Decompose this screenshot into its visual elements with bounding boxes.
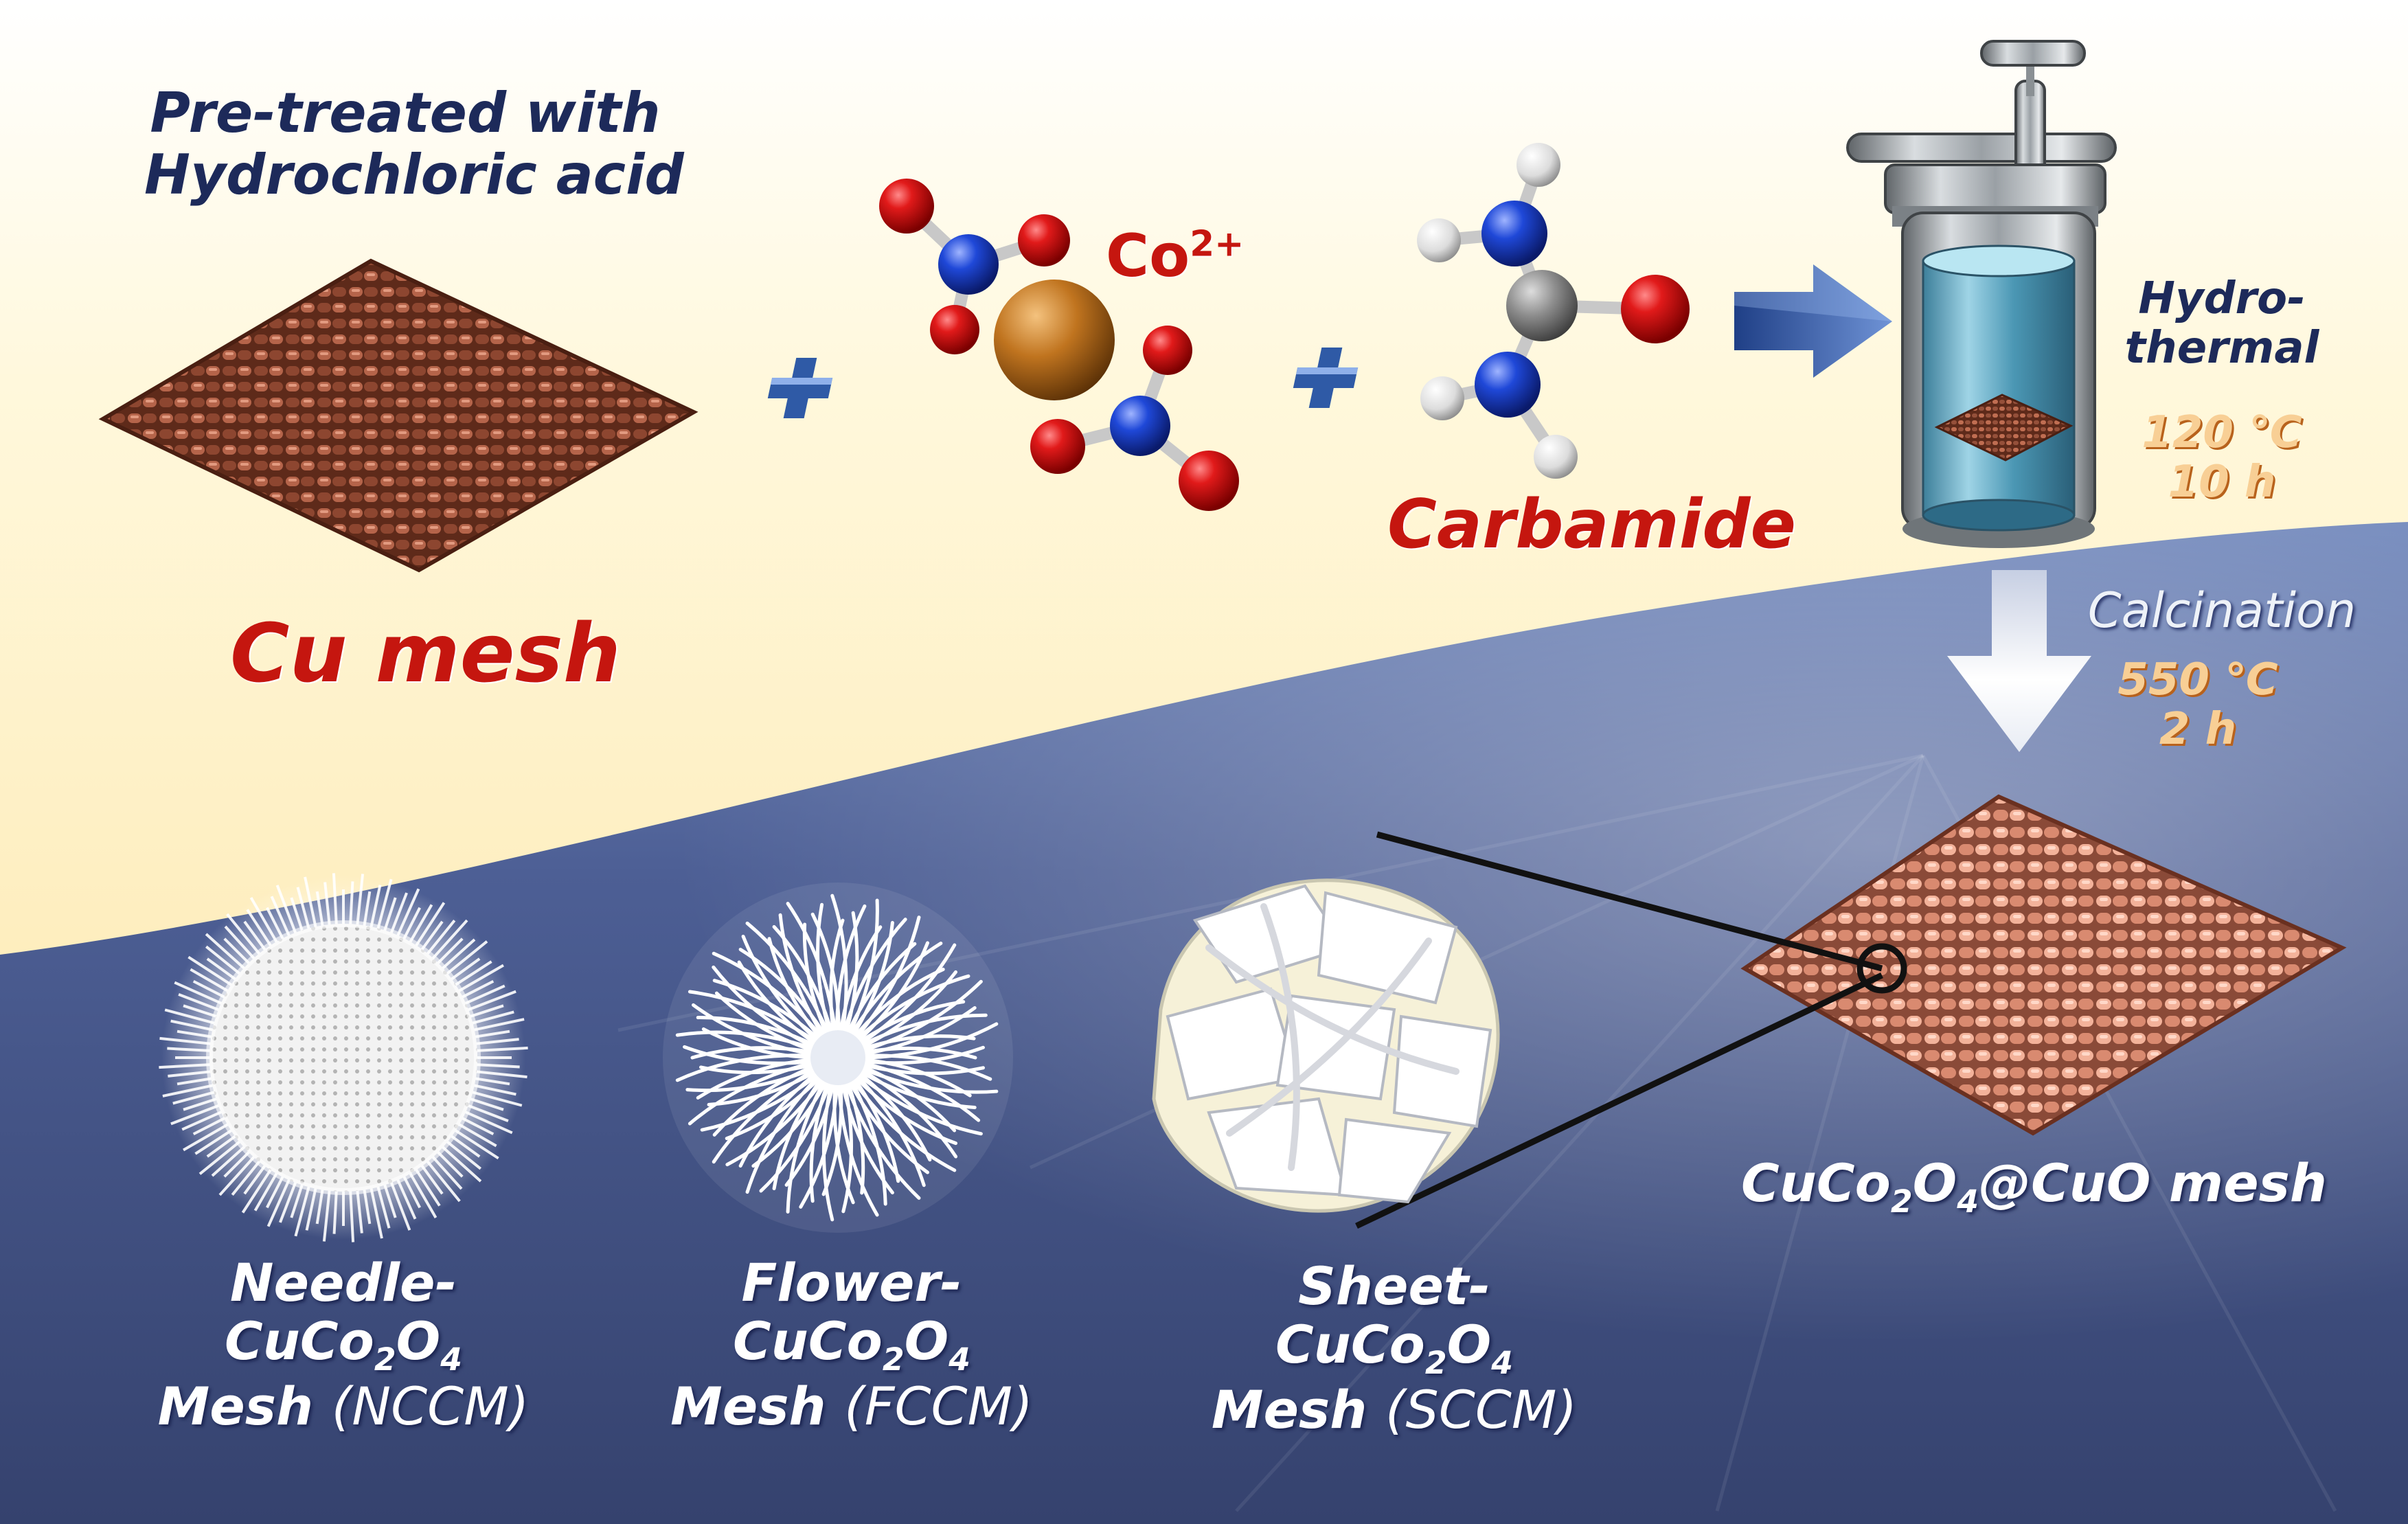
mesh-word: Mesh <box>157 1376 314 1437</box>
formula-part: CuCo <box>733 1310 883 1372</box>
plus-icon <box>1293 348 1359 408</box>
formula-subscript: 4 <box>949 1341 970 1378</box>
formula-subscript: 2 <box>882 1341 905 1378</box>
cobalt-ion-label: Co2+ <box>1106 223 1244 289</box>
morphology-abbreviation: (SCCM) <box>1385 1379 1578 1441</box>
morphology-name: Sheet- <box>1298 1255 1490 1317</box>
autoclave-reactor <box>1846 40 2117 548</box>
hydrothermal-time: 10 h <box>2168 456 2276 508</box>
hydrothermal-temp: 120 ℃ <box>2142 407 2302 458</box>
product-label-subscript: 4 <box>1957 1183 1979 1220</box>
morphology-abbreviation: (NCCM) <box>331 1376 530 1437</box>
product-label-part: CuCo <box>1741 1152 1891 1214</box>
pretreat-label: Pre-treated with Hydrochloric acid <box>144 81 684 207</box>
arrow-down-icon <box>1947 570 2091 752</box>
calcination-conditions: 550 ℃ 2 h <box>2085 655 2311 755</box>
zoom-callout <box>1355 831 1907 1229</box>
formula-part: CuCo <box>225 1310 374 1372</box>
product-mesh-illustration <box>1740 794 2347 1136</box>
morphology-formula: CuCo2O4 <box>130 1312 556 1377</box>
formula-part: O <box>904 1310 949 1372</box>
hydrothermal-line1: Hydro- <box>2138 273 2306 324</box>
calcination-label: Calcination <box>2087 582 2356 639</box>
product-label: CuCo2O4@CuO mesh <box>1741 1154 2327 1219</box>
carbamide-label: Carbamide <box>1387 486 1796 564</box>
product-label-part: @CuO mesh <box>1978 1152 2327 1214</box>
arrow-right-icon <box>1734 264 1892 378</box>
needle-morphology-illustration <box>159 873 528 1242</box>
hydrothermal-conditions: 120 ℃ 10 h <box>2119 407 2325 508</box>
needle-morphology-label: Needle- CuCo2O4 Mesh (NCCM) <box>130 1252 556 1436</box>
product-label-part: O <box>1912 1152 1957 1214</box>
morphology-name: Flower- <box>741 1252 962 1313</box>
formula-subscript: 4 <box>1491 1345 1513 1382</box>
pretreat-line1: Pre-treated with <box>150 81 661 145</box>
product-label-subscript: 2 <box>1890 1183 1913 1220</box>
calcination-temp: 550 ℃ <box>2117 655 2278 705</box>
morphology-abbreviation: (FCCM) <box>844 1376 1033 1437</box>
morphology-mesh-line: Mesh (SCCM) <box>1181 1380 1607 1439</box>
cu-mesh-illustration <box>98 258 698 573</box>
flower-morphology-label: Flower- CuCo2O4 Mesh (FCCM) <box>639 1252 1065 1436</box>
hydrothermal-line2: thermal <box>2124 322 2319 374</box>
cobalt-ion-charge: 2+ <box>1190 223 1245 265</box>
morphology-name: Needle- <box>229 1252 457 1313</box>
mesh-word: Mesh <box>670 1376 826 1437</box>
formula-subscript: 4 <box>440 1341 462 1378</box>
sheet-morphology-illustration <box>1152 878 1500 1213</box>
sheet-morphology-label: Sheet- CuCo2O4 Mesh (SCCM) <box>1181 1255 1607 1440</box>
plus-icon <box>767 358 833 418</box>
morphology-mesh-line: Mesh (NCCM) <box>130 1377 556 1435</box>
formula-part: O <box>396 1310 441 1372</box>
cobalt-nitrate-molecule <box>879 179 1239 511</box>
hydrothermal-label: Hydro- thermal <box>2119 273 2325 374</box>
pretreat-line2: Hydrochloric acid <box>144 142 684 207</box>
formula-part: CuCo <box>1275 1314 1425 1376</box>
mesh-word: Mesh <box>1211 1379 1367 1441</box>
calcination-time: 2 h <box>2159 703 2237 755</box>
formula-subscript: 2 <box>1424 1345 1447 1382</box>
cobalt-ion-symbol: Co <box>1106 222 1190 291</box>
morphology-formula: CuCo2O4 <box>1181 1315 1607 1380</box>
flower-morphology-illustration <box>663 883 1013 1233</box>
formula-part: O <box>1446 1314 1492 1376</box>
cu-mesh-label: Cu mesh <box>230 606 621 701</box>
morphology-mesh-line: Mesh (FCCM) <box>639 1377 1065 1435</box>
carbamide-molecule <box>1417 143 1690 479</box>
morphology-formula: CuCo2O4 <box>639 1312 1065 1377</box>
formula-subscript: 2 <box>374 1341 396 1378</box>
